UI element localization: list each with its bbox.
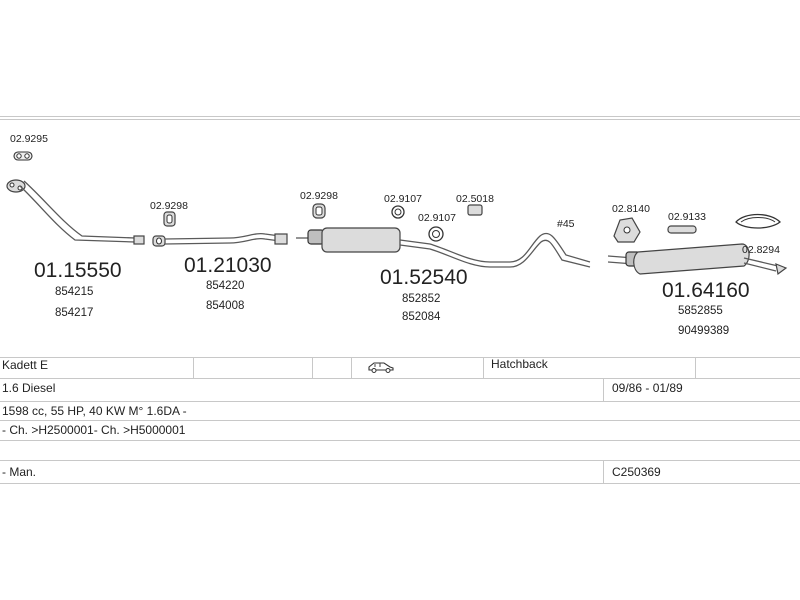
accessory-02-5018: 02.5018 xyxy=(456,193,494,205)
accessory-02-9107-a: 02.9107 xyxy=(384,193,422,205)
flange-icon xyxy=(6,179,26,193)
clamp-icon xyxy=(163,211,176,227)
column-divider xyxy=(193,357,194,378)
part-number-4: 01.64160 xyxy=(662,279,750,302)
car-hatchback-icon xyxy=(368,362,394,373)
part-4-ref-1: 5852855 xyxy=(678,305,723,317)
top-border-inner xyxy=(0,119,800,120)
row-divider xyxy=(0,420,800,421)
gasket-icon xyxy=(13,151,33,161)
accessory-02-9295: 02.9295 xyxy=(10,133,48,145)
column-divider xyxy=(695,357,696,378)
part-3-ref-1: 852852 xyxy=(402,293,440,305)
vehicle-spec: 1598 cc, 55 HP, 40 KW M° 1.6DA - xyxy=(2,404,187,418)
accessory-02-9298-b: 02.9298 xyxy=(300,190,338,202)
rear-silencer-part xyxy=(607,213,788,276)
clamp-icon xyxy=(391,205,405,219)
middle-pipe-part xyxy=(152,211,288,247)
column-divider xyxy=(603,460,604,483)
clamp-icon xyxy=(467,204,483,216)
part-number-1: 01.15550 xyxy=(34,259,122,282)
accessory-02-9107-b: 02.9107 xyxy=(418,212,456,224)
part-1-ref-2: 854217 xyxy=(55,307,93,319)
row-divider xyxy=(0,440,800,441)
vehicle-transmission: - Man. xyxy=(2,465,37,479)
column-divider xyxy=(351,357,352,378)
note-45: #45 xyxy=(557,218,575,230)
vehicle-engine: 1.6 Diesel xyxy=(2,381,56,395)
accessory-02-9298-a: 02.9298 xyxy=(150,200,188,212)
vehicle-body: Hatchback xyxy=(491,357,548,371)
mount-icon xyxy=(613,217,641,243)
part-number-3: 01.52540 xyxy=(380,266,468,289)
part-2-ref-1: 854220 xyxy=(206,280,244,292)
column-divider xyxy=(483,357,484,378)
hanger-icon xyxy=(735,213,781,229)
row-divider xyxy=(0,401,800,402)
exhaust-diagram: 02.9295 02.9298 02.9298 02.9107 02.5018 … xyxy=(6,133,788,337)
accessory-02-9133: 02.9133 xyxy=(668,211,706,223)
clamp-icon xyxy=(667,225,697,234)
vehicle-code: C250369 xyxy=(612,465,661,479)
row-divider xyxy=(0,460,800,461)
vehicle-model: Kadett E xyxy=(2,358,49,372)
part-3-ref-2: 852084 xyxy=(402,311,441,323)
part-number-2: 01.21030 xyxy=(184,254,272,277)
clamp-icon xyxy=(312,203,326,219)
row-divider xyxy=(0,483,800,484)
vehicle-chassis: - Ch. >H2500001- Ch. >H5000001 xyxy=(2,423,186,437)
gasket-icon xyxy=(152,235,166,247)
clamp-icon xyxy=(428,226,444,242)
column-divider xyxy=(312,357,313,378)
row-divider xyxy=(0,357,800,358)
front-pipe-part xyxy=(6,151,145,245)
top-border xyxy=(0,116,800,117)
part-1-ref-1: 854215 xyxy=(55,286,93,298)
vehicle-period: 09/86 - 01/89 xyxy=(612,381,683,395)
part-4-ref-2: 90499389 xyxy=(678,325,729,337)
row-divider xyxy=(0,378,800,379)
accessory-02-8140: 02.8140 xyxy=(612,203,650,215)
column-divider xyxy=(603,378,604,401)
centre-silencer-part xyxy=(296,203,591,268)
part-2-ref-2: 854008 xyxy=(206,300,244,312)
accessory-02-8294: 02.8294 xyxy=(742,244,780,256)
